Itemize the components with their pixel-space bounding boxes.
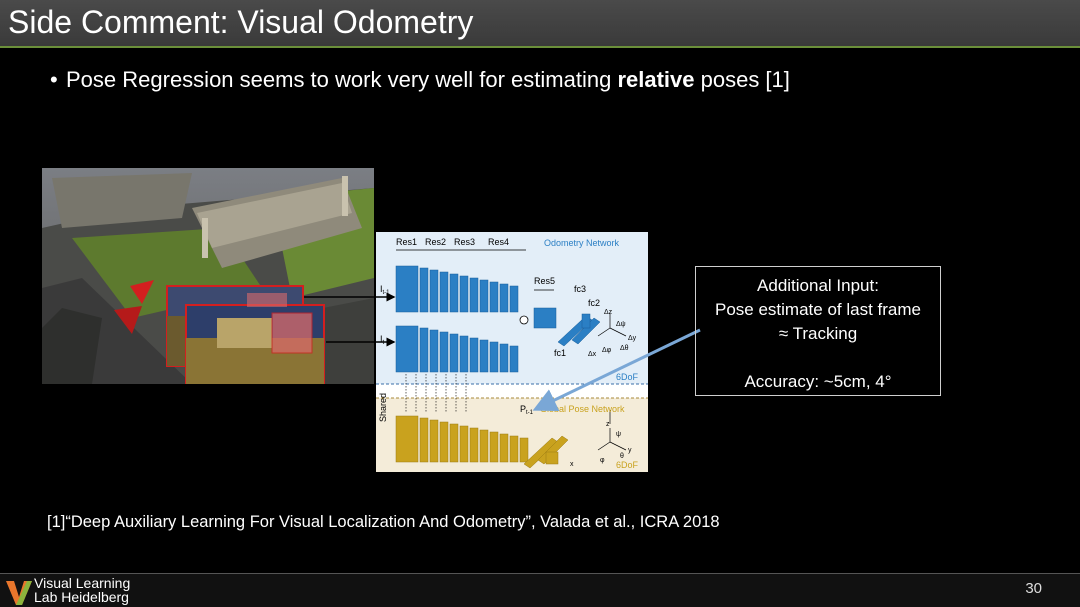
axis-dtheta: Δθ xyxy=(620,345,629,352)
axis-psi: ψ xyxy=(616,431,621,438)
res5-label: Res5 xyxy=(534,276,555,286)
network-diagram: Res1 Res2 Res3 Res4 Odometry Network Res… xyxy=(376,232,648,472)
fc2-label: fc2 xyxy=(588,298,600,308)
res4-label: Res4 xyxy=(488,237,509,247)
axis-dphi: Δφ xyxy=(602,347,612,354)
res3-label: Res3 xyxy=(454,237,475,247)
fc3-label: fc3 xyxy=(574,284,586,294)
axis-dpsi: Δψ xyxy=(616,321,626,328)
slide-title: Side Comment: Visual Odometry xyxy=(8,4,474,40)
title-bar: Side Comment: Visual Odometry xyxy=(0,0,1080,46)
axis-dy: Δy xyxy=(628,335,637,342)
infobox-accuracy: Accuracy: ~5cm, 4° xyxy=(744,372,892,391)
bullet-text-bold: relative xyxy=(617,67,695,92)
input-prev-label: It-1 xyxy=(380,284,390,296)
footer-divider xyxy=(0,573,1080,574)
odometry-network-title: Odometry Network xyxy=(544,238,620,248)
input-cur-label: It xyxy=(380,334,385,346)
axis-y: y xyxy=(628,447,632,454)
logo-text-line-1: Visual Learning xyxy=(34,575,131,591)
title-underline xyxy=(0,46,1080,48)
axis-dz: Δz xyxy=(604,309,613,316)
axis-dx: Δx xyxy=(588,351,597,358)
axis-phi: φ xyxy=(600,457,605,464)
res1-label: Res1 xyxy=(396,237,417,247)
logo-text-line-2: Lab Heidelberg xyxy=(34,589,129,605)
v-logo-icon xyxy=(6,581,32,605)
axis-z: z xyxy=(606,421,610,428)
bullet-text-after: poses [1] xyxy=(694,67,790,92)
dof-top-label: 6DoF xyxy=(616,372,639,382)
axis-x: x xyxy=(570,461,574,468)
infobox-line-3: ≈ Tracking xyxy=(778,324,858,343)
infobox-line-2: Pose estimate of last frame xyxy=(715,300,921,319)
footer-bar xyxy=(0,574,1080,607)
dof-bottom-label: 6DoF xyxy=(616,460,639,470)
visual-learning-lab-logo: Visual Learning Lab Heidelberg xyxy=(6,576,136,606)
bullet-dot-icon: • xyxy=(50,67,58,92)
page-number: 30 xyxy=(1025,580,1042,597)
bullet-point: • Pose Regression seems to work very well… xyxy=(50,66,790,94)
fc1-label: fc1 xyxy=(554,348,566,358)
global-pose-network-title: Global Pose Network xyxy=(540,404,625,414)
axis-theta: θ xyxy=(620,453,624,460)
bullet-text-before: Pose Regression seems to work very well … xyxy=(66,67,618,92)
aerial-campus-image xyxy=(42,168,374,384)
res2-label: Res2 xyxy=(425,237,446,247)
shared-label: Shared xyxy=(378,393,388,422)
infobox-line-1: Additional Input: xyxy=(757,276,879,295)
pose-prev-label: Pt-1 xyxy=(520,404,534,416)
reference-citation: [1]“Deep Auxiliary Learning For Visual L… xyxy=(47,513,720,531)
additional-input-box: Additional Input: Pose estimate of last … xyxy=(695,266,941,396)
